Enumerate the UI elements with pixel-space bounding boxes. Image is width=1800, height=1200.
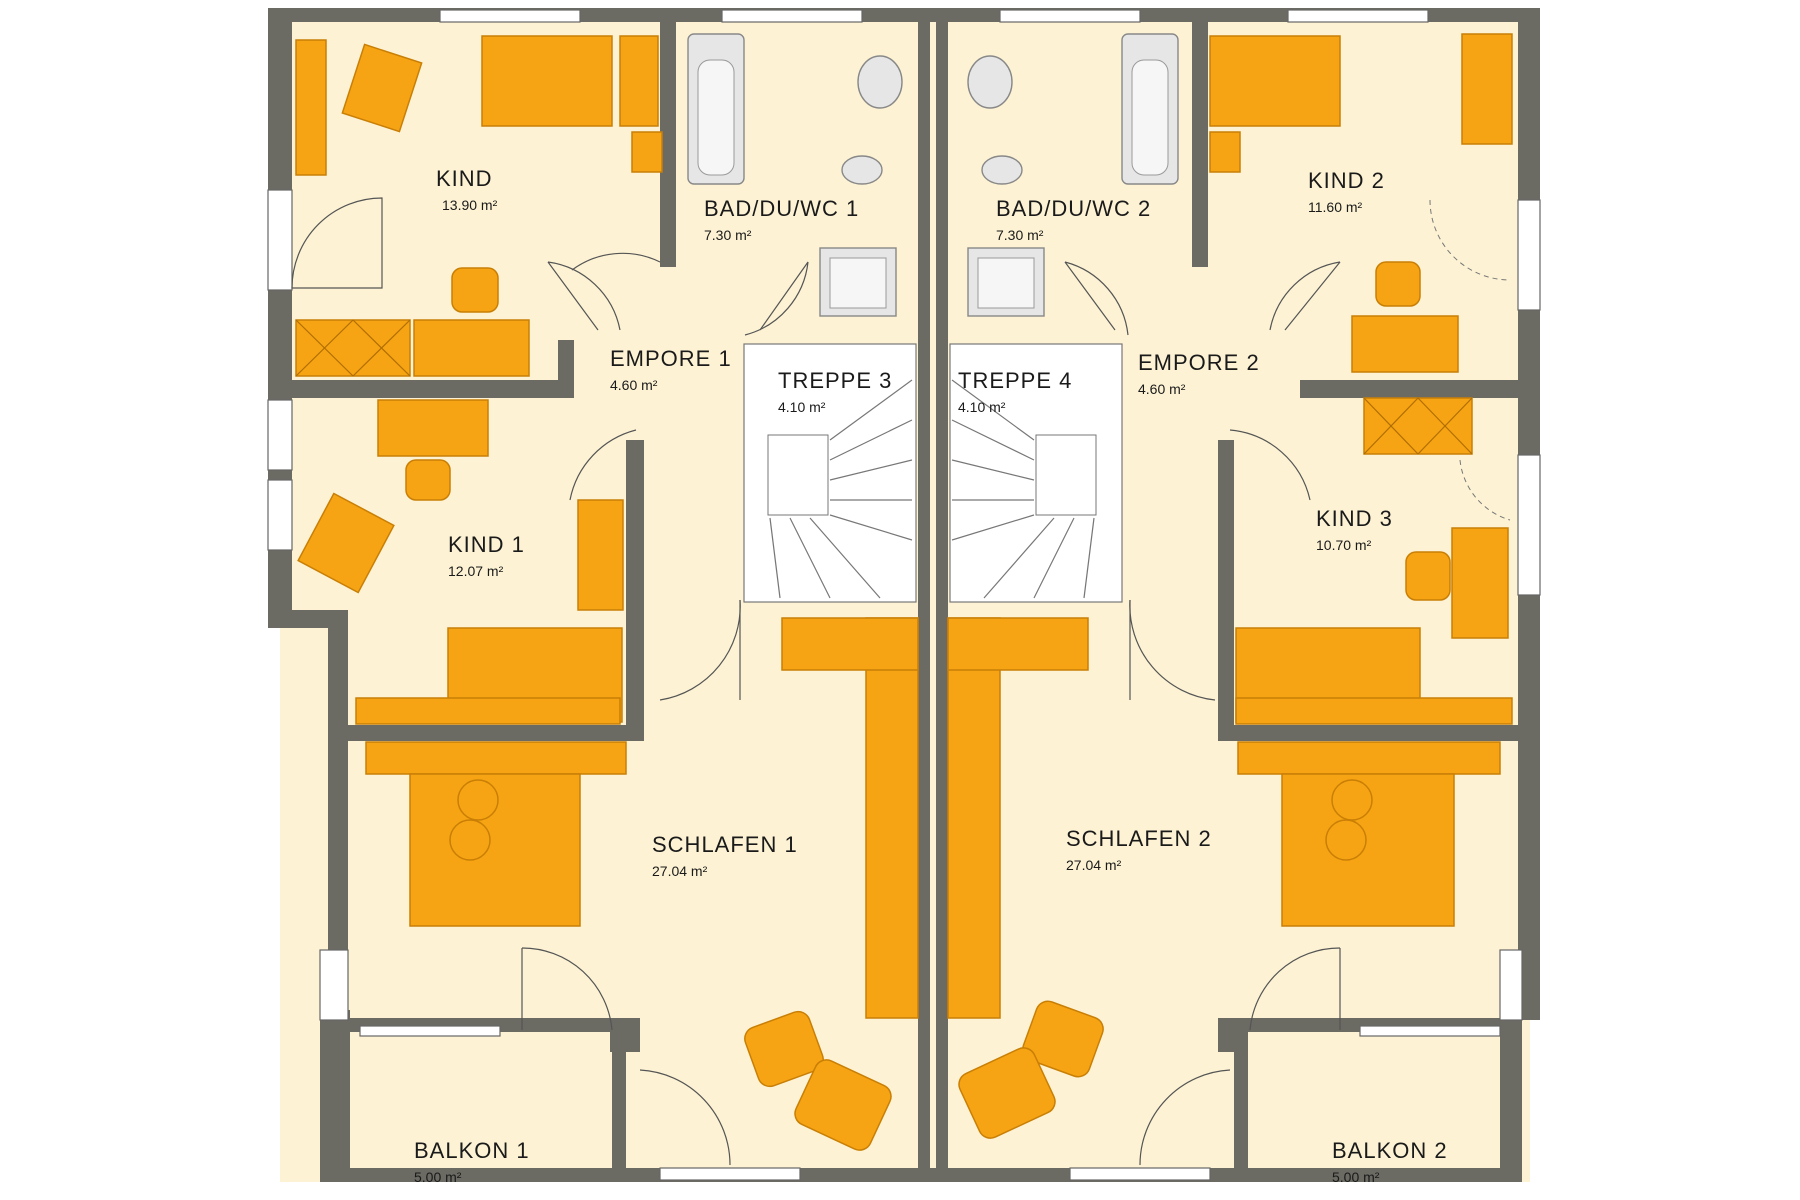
stairs-4 xyxy=(949,343,1123,603)
room-area-treppe4: 4.10 m² xyxy=(958,399,1006,415)
furniture-kind1 xyxy=(297,399,624,725)
room-name-kind3: KIND 3 xyxy=(1316,506,1393,531)
room-name-empore2: EMPORE 2 xyxy=(1138,350,1260,375)
room-area-bad2: 7.30 m² xyxy=(996,227,1044,243)
furniture-schlafen2 xyxy=(947,617,1501,1139)
room-name-bad1: BAD/DU/WC 1 xyxy=(704,196,859,221)
room-area-balkon1: 5.00 m² xyxy=(414,1169,462,1185)
room-name-balkon1: BALKON 1 xyxy=(414,1138,530,1163)
room-name-schlafen1: SCHLAFEN 1 xyxy=(652,832,798,857)
room-area-kind2: 11.60 m² xyxy=(1308,199,1363,215)
room-name-treppe3: TREPPE 3 xyxy=(778,368,892,393)
bathroom-1-fixtures xyxy=(687,33,903,317)
furniture-kind2 xyxy=(1209,33,1513,373)
furniture-kind xyxy=(295,35,663,377)
room-area-empore2: 4.60 m² xyxy=(1138,381,1186,397)
room-area-kind3: 10.70 m² xyxy=(1316,537,1372,553)
room-labels: KIND 13.90 m² BAD/DU/WC 1 7.30 m² BAD/DU… xyxy=(414,166,1448,1185)
room-area-treppe3: 4.10 m² xyxy=(778,399,826,415)
room-area-empore1: 4.60 m² xyxy=(610,377,658,393)
windows xyxy=(267,9,1541,1181)
room-area-schlafen2: 27.04 m² xyxy=(1066,857,1122,873)
room-name-kind: KIND xyxy=(436,166,493,191)
room-name-kind2: KIND 2 xyxy=(1308,168,1385,193)
room-area-bad1: 7.30 m² xyxy=(704,227,752,243)
room-name-balkon2: BALKON 2 xyxy=(1332,1138,1448,1163)
furniture-schlafen1 xyxy=(365,617,919,1151)
room-area-schlafen1: 27.04 m² xyxy=(652,863,708,879)
room-area-kind1: 12.07 m² xyxy=(448,563,504,579)
stairs-3 xyxy=(743,343,917,603)
doors xyxy=(291,197,1511,1166)
room-name-treppe4: TREPPE 4 xyxy=(958,368,1072,393)
room-area-kind: 13.90 m² xyxy=(442,197,498,213)
room-name-schlafen2: SCHLAFEN 2 xyxy=(1066,826,1212,851)
room-name-kind1: KIND 1 xyxy=(448,532,525,557)
room-name-bad2: BAD/DU/WC 2 xyxy=(996,196,1151,221)
bathroom-2-fixtures xyxy=(967,33,1179,317)
room-area-balkon2: 5.00 m² xyxy=(1332,1169,1380,1185)
furniture-kind3 xyxy=(1235,397,1513,725)
room-name-empore1: EMPORE 1 xyxy=(610,346,732,371)
